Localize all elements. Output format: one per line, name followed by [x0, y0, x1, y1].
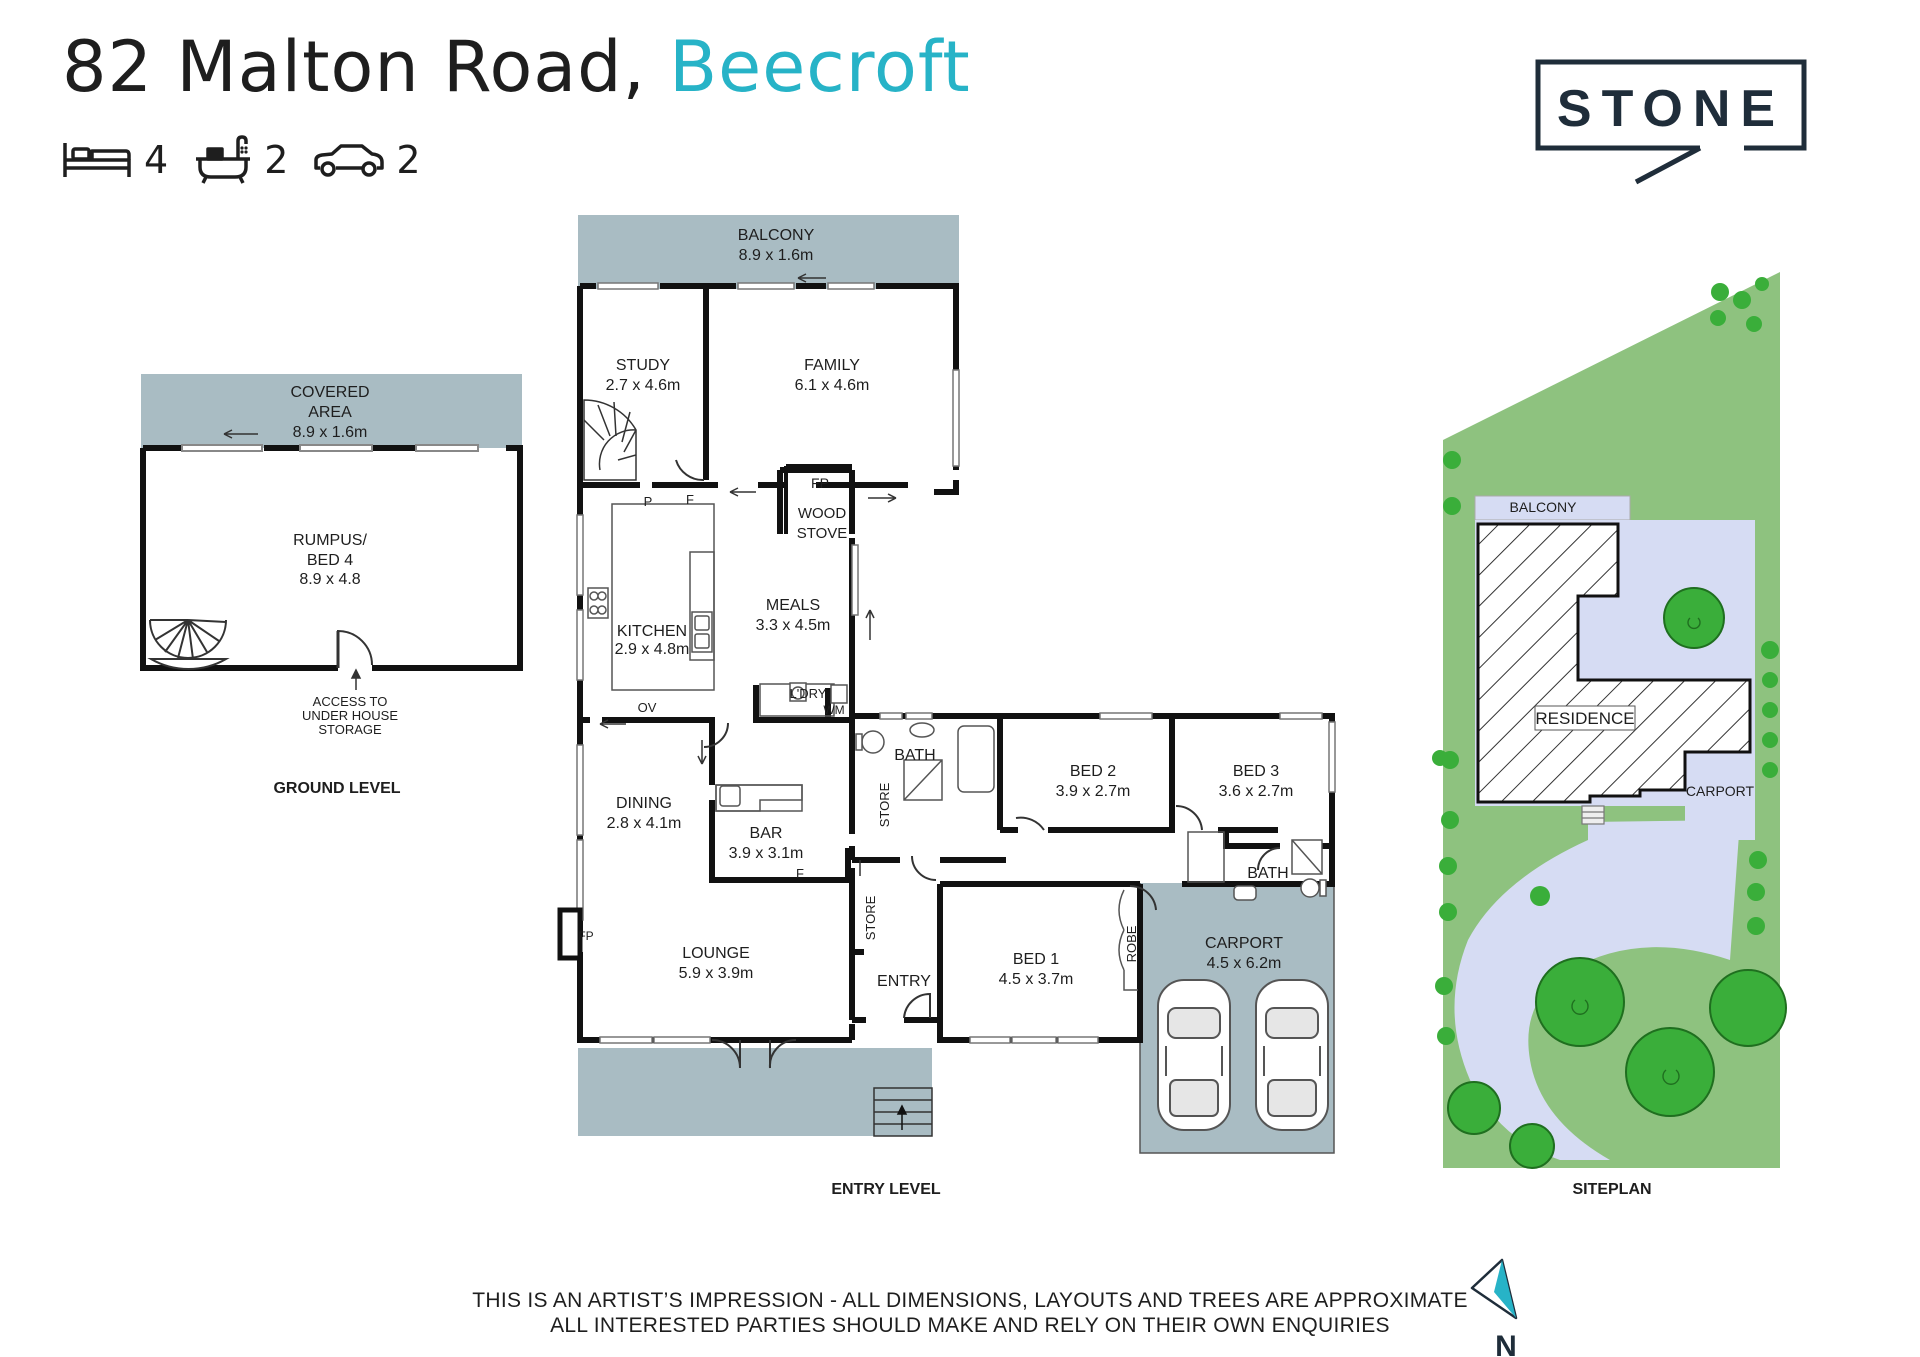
car-1-icon — [1157, 979, 1231, 1131]
rumpus-label: RUMPUS/ — [293, 532, 367, 549]
bed-2-dims: 3.9 x 2.7m — [1056, 783, 1131, 800]
carport-dims: 4.5 x 6.2m — [1207, 955, 1282, 972]
balcony-label: BALCONY — [738, 227, 815, 244]
store-1-label: STORE — [877, 782, 892, 827]
covered-area-label: COVERED — [290, 384, 369, 401]
property-title: 82 Malton Road, Beecroft — [62, 26, 971, 108]
residence-label: RESIDENCE — [1535, 709, 1634, 728]
family-label: FAMILY — [804, 357, 860, 374]
address-text: 82 Malton Road, — [62, 26, 646, 108]
driveway — [1454, 820, 1740, 1160]
study-label: STUDY — [616, 357, 671, 374]
beds-feature: 4 — [62, 138, 168, 182]
balcony-dims: 8.9 x 1.6m — [739, 247, 814, 264]
fridge-label-2: F — [796, 866, 804, 881]
wood-stove-label-1: WOOD — [798, 505, 846, 522]
entry-label: ENTRY — [877, 973, 931, 990]
covered-area-label-2: AREA — [308, 404, 352, 421]
rumpus-dims: 8.9 x 4.8 — [299, 571, 360, 588]
residence-footprint — [1476, 522, 1752, 804]
north-compass-icon: N — [1470, 1258, 1518, 1357]
front-deck-zone — [578, 1048, 932, 1136]
bed-1-label: BED 1 — [1013, 951, 1059, 968]
store-2-label: STORE — [863, 895, 878, 940]
robe-label: ROBE — [1124, 925, 1139, 962]
disclaimer: THIS IS AN ARTIST’S IMPRESSION - ALL DIM… — [440, 1288, 1500, 1338]
bar-dims: 3.9 x 3.1m — [729, 845, 804, 862]
entry-level-caption: ENTRY LEVEL — [831, 1181, 941, 1198]
family-dims: 6.1 x 4.6m — [795, 377, 870, 394]
car-icon — [314, 144, 385, 177]
wood-stove-label-2: STOVE — [797, 525, 848, 542]
bed-3-dims: 3.6 x 2.7m — [1219, 783, 1294, 800]
laundry-label: L'DRY — [790, 686, 827, 701]
bar-label: BAR — [750, 825, 783, 842]
logo-text: STONE — [1557, 80, 1785, 138]
tree-icons — [1447, 587, 1787, 1169]
oven-label: OV — [638, 700, 657, 715]
stone-logo: STONE — [1535, 59, 1807, 185]
study-stair-icon — [583, 399, 637, 481]
access-label-1: ACCESS TO — [313, 694, 388, 709]
pantry-label: P — [644, 494, 653, 509]
bath-2-label: BATH — [1247, 865, 1288, 882]
ground-level-caption: GROUND LEVEL — [273, 780, 400, 797]
bed-2-label: BED 2 — [1070, 763, 1116, 780]
bath-1-label: BATH — [894, 747, 935, 764]
fireplace-label-2: FP — [578, 929, 593, 943]
dining-label: DINING — [616, 795, 672, 812]
carport-label: CARPORT — [1205, 935, 1283, 952]
bed-icon — [63, 143, 131, 177]
cars-feature: 2 — [314, 138, 421, 182]
balcony-zone — [578, 215, 959, 289]
covered-area-dims: 8.9 x 1.6m — [293, 424, 368, 441]
beds-count: 4 — [144, 138, 169, 182]
disclaimer-line-1: THIS IS AN ARTIST’S IMPRESSION - ALL DIM… — [472, 1289, 1468, 1312]
bed-3-label: BED 3 — [1233, 763, 1279, 780]
meals-dims: 3.3 x 4.5m — [756, 617, 831, 634]
lounge-dims: 5.9 x 3.9m — [679, 965, 754, 982]
site-plan: BALCONY RESIDENCE CARPORT SITEPLAN — [1432, 272, 1787, 1198]
dining-dims: 2.8 x 4.1m — [607, 815, 682, 832]
study-dims: 2.7 x 4.6m — [606, 377, 681, 394]
access-label-2: UNDER HOUSE — [302, 708, 398, 723]
access-label-3: STORAGE — [318, 722, 382, 737]
disclaimer-line-2: ALL INTERESTED PARTIES SHOULD MAKE AND R… — [550, 1314, 1390, 1337]
spiral-stair-icon — [147, 619, 230, 670]
fridge-label-1: F — [686, 492, 694, 507]
property-features: 4 2 2 — [62, 135, 447, 185]
fireplace-label: FP — [811, 475, 829, 491]
siteplan-caption: SITEPLAN — [1572, 1181, 1651, 1198]
covered-area-zone — [141, 374, 522, 448]
car-2-icon — [1255, 979, 1329, 1131]
rumpus-label-2: BED 4 — [307, 552, 353, 569]
site-balcony-label: BALCONY — [1510, 499, 1578, 515]
washing-machine-label: WM — [823, 703, 844, 717]
ground-level-plan: COVERED AREA 8.9 x 1.6m RUMPUS/ BED 4 8.… — [140, 374, 523, 797]
bath-icon — [196, 135, 251, 184]
bed-1-dims: 4.5 x 3.7m — [999, 971, 1074, 988]
baths-count: 2 — [264, 138, 289, 182]
baths-feature: 2 — [194, 135, 288, 185]
lounge-label: LOUNGE — [682, 945, 750, 962]
kitchen-dims: 2.9 x 4.8m — [615, 641, 690, 658]
entry-level-plan: BALCONY 8.9 x 1.6m STUDY 2.7 x 4.6m FAMI… — [557, 215, 1336, 1198]
meals-label: MEALS — [766, 597, 820, 614]
compass-n-label: N — [1495, 1330, 1517, 1357]
kitchen-label: KITCHEN — [617, 623, 687, 640]
site-carport-label: CARPORT — [1686, 783, 1755, 799]
suburb-text: Beecroft — [669, 26, 971, 108]
cars-count: 2 — [396, 138, 421, 182]
